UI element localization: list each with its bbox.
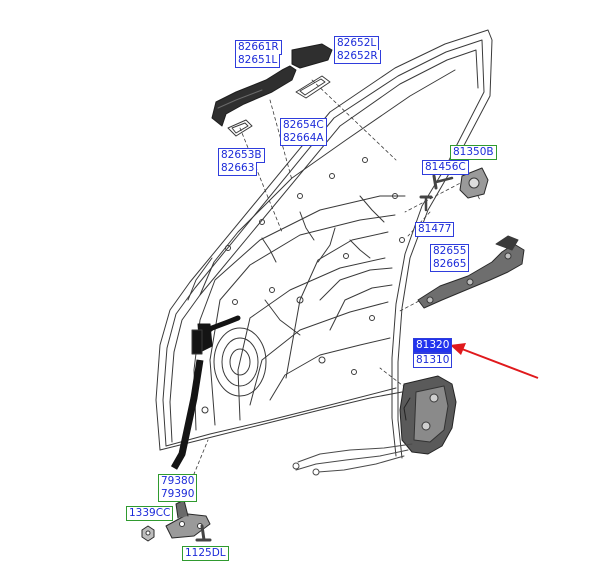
part-label-82661r[interactable]: 82661R <box>235 40 282 55</box>
outside-door-handle <box>211 65 297 127</box>
part-label-82652r[interactable]: 82652R <box>334 50 381 64</box>
part-label-81477[interactable]: 81477 <box>415 222 455 237</box>
outside-handle-bracket <box>417 235 525 309</box>
nut-1339cc <box>141 525 155 542</box>
handle-gasket-rear <box>227 119 253 137</box>
part-label-82663[interactable]: 82663 <box>218 162 258 176</box>
part-label-79380[interactable]: 79380 <box>158 474 198 489</box>
pointer-arrow <box>450 343 539 379</box>
part-label-81456c[interactable]: 81456C <box>422 160 469 175</box>
part-label-81310[interactable]: 81310 <box>413 353 453 368</box>
door-striker <box>459 167 489 199</box>
door-checker <box>170 315 241 470</box>
handle-gasket-front <box>295 75 331 99</box>
part-label-81320[interactable]: 81320 <box>413 338 453 353</box>
bolt-81477 <box>419 195 433 212</box>
part-label-1339cc[interactable]: 1339CC <box>126 506 174 521</box>
part-label-82655[interactable]: 82655 <box>430 244 470 259</box>
part-label-82664a[interactable]: 82664A <box>280 132 327 146</box>
part-label-82653b[interactable]: 82653B <box>218 148 265 163</box>
part-label-79390[interactable]: 79390 <box>158 488 198 502</box>
bolt-81456c <box>432 174 454 190</box>
part-label-82654c[interactable]: 82654C <box>280 118 327 133</box>
latch-cables <box>292 443 413 476</box>
part-label-82651l[interactable]: 82651L <box>235 54 281 68</box>
part-label-81350b[interactable]: 81350B <box>450 145 497 160</box>
bolt-1125dl <box>195 524 212 542</box>
part-label-1125dl[interactable]: 1125DL <box>182 546 229 561</box>
part-label-82665[interactable]: 82665 <box>430 258 470 272</box>
part-label-82652l[interactable]: 82652L <box>334 36 380 51</box>
handle-cover <box>291 43 333 69</box>
door-latch-assembly <box>399 375 457 455</box>
checker-bracket <box>165 499 211 539</box>
door-panel <box>155 29 493 459</box>
